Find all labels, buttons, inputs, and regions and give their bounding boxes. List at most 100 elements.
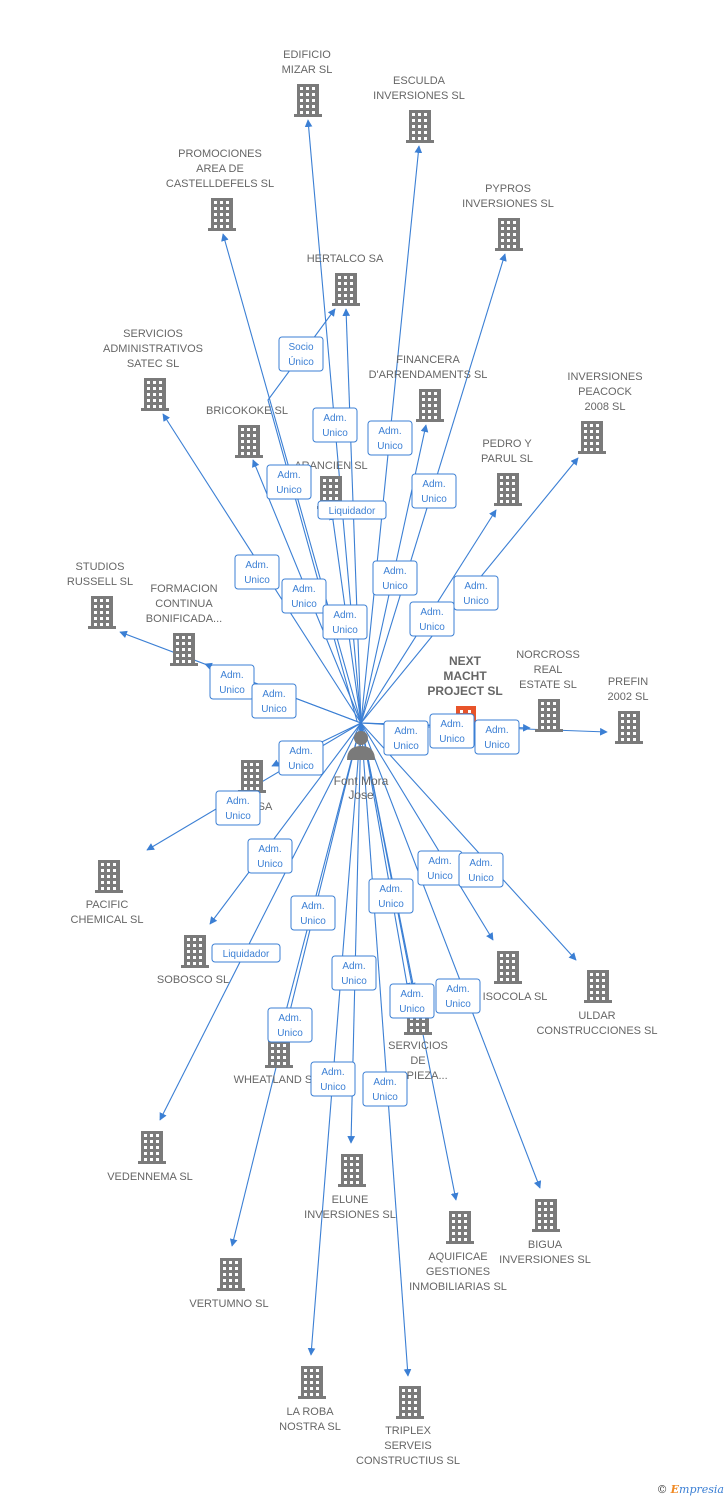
building-icon[interactable] <box>265 1035 293 1068</box>
edge-label-adm-unico[interactable]: Adm.Unico <box>372 560 418 596</box>
edge-label-adm-unico[interactable]: Adm.Unico <box>411 473 457 509</box>
edge-label-adm-unico[interactable]: Adm.Unico <box>453 575 499 611</box>
building-icon[interactable] <box>170 633 198 666</box>
edge-label-liquidador[interactable]: Liquidador <box>317 500 387 520</box>
company-label-line: PARUL SL <box>481 453 533 465</box>
building-icon[interactable] <box>298 1366 326 1399</box>
edge-label-adm-unico[interactable]: Adm.Unico <box>322 604 368 640</box>
building-icon[interactable] <box>217 1258 245 1291</box>
edge-vertumno <box>229 722 362 1247</box>
building-icon[interactable] <box>332 273 360 306</box>
edge-label-adm-unico[interactable]: Adm.Unico <box>267 1007 313 1043</box>
edge-label-adm-unico[interactable]: Adm.Unico <box>281 578 327 614</box>
edge-label-adm-unico[interactable]: Adm.Unico <box>389 983 435 1019</box>
edge-label-liquidador[interactable]: Liquidador <box>211 943 281 963</box>
edge-label-text: Adm. <box>333 610 356 621</box>
edge-label-adm-unico[interactable]: Adm.Unico <box>458 852 504 888</box>
company-label-line: MACHT <box>443 669 487 683</box>
edge-label-text: Adm. <box>321 1067 344 1078</box>
company-label-line: INVERSIONES <box>567 371 642 383</box>
company-node-bricokoke[interactable]: BRICOKOKE SL <box>206 405 288 458</box>
edge-label-text: Unico <box>468 873 494 884</box>
building-icon[interactable] <box>495 218 523 251</box>
building-icon[interactable] <box>416 389 444 422</box>
building-icon[interactable] <box>578 421 606 454</box>
building-icon[interactable] <box>535 699 563 732</box>
building-icon[interactable] <box>294 84 322 117</box>
edge-label-adm-unico[interactable]: Adm.Unico <box>383 720 429 756</box>
company-node-formacion[interactable]: FORMACIONCONTINUABONIFICADA... <box>146 583 222 666</box>
edge-label-adm-unico[interactable]: Adm.Unico <box>435 978 481 1014</box>
building-icon[interactable] <box>494 473 522 506</box>
edge-label-adm-unico[interactable]: Adm.Unico <box>362 1071 408 1107</box>
edge-label-adm-unico[interactable]: Adm.Unico <box>290 895 336 931</box>
edge-label-adm-unico[interactable]: Adm.Unico <box>367 420 413 456</box>
building-icon[interactable] <box>141 378 169 411</box>
building-icon[interactable] <box>88 596 116 629</box>
edge-label-adm-unico[interactable]: Adm.Unico <box>409 601 455 637</box>
company-node-wheatland[interactable]: WHEATLAND SL <box>234 1035 319 1086</box>
edge-label-text: Unico <box>276 485 302 496</box>
building-icon[interactable] <box>396 1386 424 1419</box>
company-label-line: AREA DE <box>196 163 244 175</box>
building-icon[interactable] <box>95 860 123 893</box>
company-label-line: REAL <box>534 664 563 676</box>
edge-label-adm-unico[interactable]: Adm.Unico <box>312 407 358 443</box>
building-icon[interactable] <box>181 935 209 968</box>
edge-label-text: Unico <box>463 596 489 607</box>
building-icon[interactable] <box>238 760 266 793</box>
building-icon[interactable] <box>235 425 263 458</box>
building-icon[interactable] <box>532 1199 560 1232</box>
edge-label-adm-unico[interactable]: Adm.Unico <box>234 554 280 590</box>
building-icon[interactable] <box>446 1211 474 1244</box>
company-node-isocola[interactable]: ISOCOLA SL <box>483 951 548 1003</box>
building-icon[interactable] <box>494 951 522 984</box>
company-node-vedennema[interactable]: VEDENNEMA SL <box>107 1131 193 1183</box>
empresia-logo: ©Empresia <box>657 1483 724 1496</box>
company-node-hertalco[interactable]: HERTALCO SA <box>307 253 384 306</box>
edge-label-adm-unico[interactable]: Adm.Unico <box>251 683 297 719</box>
edge-label-adm-unico[interactable]: Adm.Unico <box>215 790 261 826</box>
edge-label-adm-unico[interactable]: Adm.Unico <box>278 740 324 776</box>
edge-label-adm-unico[interactable]: Adm.Unico <box>266 464 312 500</box>
edge-label-adm-unico[interactable]: Adm.Unico <box>310 1061 356 1097</box>
company-node-vertumno[interactable]: VERTUMNO SL <box>189 1258 269 1310</box>
building-icon[interactable] <box>338 1154 366 1187</box>
edge-label-adm-unico[interactable]: Adm.Unico <box>417 850 463 886</box>
building-icon[interactable] <box>584 970 612 1003</box>
company-node-sobosco[interactable]: SOBOSCO SL <box>157 935 229 986</box>
building-icon[interactable] <box>406 110 434 143</box>
edge-label-adm-unico[interactable]: Adm.Unico <box>247 838 293 874</box>
edge-la_roba <box>307 722 362 1356</box>
edge-label-adm-unico[interactable]: Adm.Unico <box>429 713 475 749</box>
building-icon[interactable] <box>208 198 236 231</box>
edge-label-adm-unico[interactable]: Adm.Unico <box>474 719 520 755</box>
company-label-line: INVERSIONES SL <box>499 1254 591 1266</box>
building-icon[interactable] <box>138 1131 166 1164</box>
edge-label-text: Unico <box>225 811 251 822</box>
edge-label-adm-unico[interactable]: Adm.Unico <box>331 955 377 991</box>
edge-label-adm-unico[interactable]: Adm.Unico <box>209 664 255 700</box>
building-icon[interactable] <box>615 711 643 744</box>
edge-label-adm-unico[interactable]: Adm.Unico <box>368 878 414 914</box>
